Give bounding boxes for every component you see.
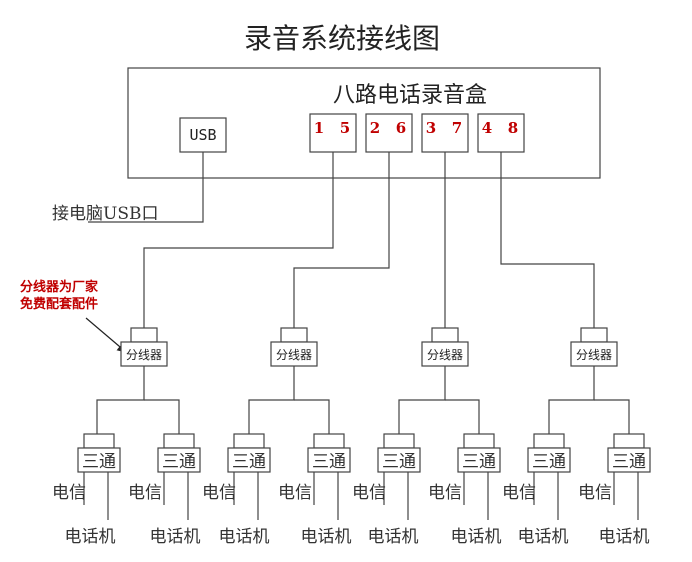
line-label: 电信	[502, 483, 536, 503]
line-port-3-7	[421, 113, 469, 153]
trunk-wire	[143, 152, 334, 328]
port-number: 6	[396, 119, 406, 137]
tee-connector	[607, 447, 651, 473]
port-number: 1	[314, 119, 324, 137]
tee-jack	[313, 433, 345, 449]
tee-connector	[157, 447, 201, 473]
branch-wire	[445, 399, 480, 434]
phone-label: 电话机	[150, 527, 201, 547]
branch-wire	[294, 399, 330, 434]
splitter-note: 免费配套配件	[20, 296, 98, 312]
splitter-label: 分线器	[427, 348, 463, 362]
tee-label: 三通	[612, 452, 646, 472]
line-label: 电信	[278, 483, 312, 503]
tee-label: 三通	[532, 452, 566, 472]
tee-jack	[383, 433, 415, 449]
tee-connector	[77, 447, 121, 473]
trunk-wire	[500, 152, 595, 328]
usb-port-label: USB	[189, 126, 216, 144]
phone-label: 电话机	[599, 527, 650, 547]
splitter-jack	[431, 327, 459, 343]
line-label: 电信	[128, 483, 162, 503]
tee-connector	[307, 447, 351, 473]
branch-wire	[398, 366, 446, 434]
splitter	[120, 341, 168, 367]
splitter-group: 分线器 三通 电信 电话机 三通 电信 电话机	[52, 327, 201, 547]
usb-wire	[88, 152, 204, 223]
tee-jack	[533, 433, 565, 449]
tee-connector	[457, 447, 501, 473]
splitter-group: 分线器 三通 电信 电话机 三通 电信 电话机	[202, 327, 352, 547]
phone-label: 电话机	[518, 527, 569, 547]
tee-label: 三通	[232, 452, 266, 472]
phone-label: 电话机	[451, 527, 502, 547]
diagram-title: 录音系统接线图	[244, 22, 440, 55]
line-label: 电信	[428, 483, 462, 503]
splitter	[421, 341, 469, 367]
trunk-wire	[293, 152, 390, 328]
tee-jack	[233, 433, 265, 449]
recorder-label: 八路电话录音盒	[333, 83, 487, 108]
splitter-jack	[580, 327, 608, 343]
splitter-jack	[130, 327, 158, 343]
port-number: 7	[452, 119, 462, 137]
tee-connector	[377, 447, 421, 473]
tee-jack	[83, 433, 115, 449]
tee-connector	[527, 447, 571, 473]
line-label: 电信	[202, 483, 236, 503]
phone-label: 电话机	[368, 527, 419, 547]
tee-label: 三通	[82, 452, 116, 472]
tee-connector	[227, 447, 271, 473]
tee-jack	[463, 433, 495, 449]
tee-label: 三通	[162, 452, 196, 472]
splitter-label: 分线器	[276, 348, 312, 362]
usb-caption: 接电脑USB口	[52, 204, 158, 224]
port-number: 5	[340, 119, 350, 137]
tee-label: 三通	[312, 452, 346, 472]
tee-jack	[163, 433, 195, 449]
splitter-label: 分线器	[576, 348, 612, 362]
branch-wire	[96, 366, 145, 434]
port-number: 2	[370, 119, 380, 137]
tee-label: 三通	[382, 452, 416, 472]
line-label: 电信	[578, 483, 612, 503]
branch-wire	[144, 399, 180, 434]
usb-port	[179, 117, 227, 153]
branch-wire	[548, 366, 595, 434]
phone-label: 电话机	[219, 527, 270, 547]
tee-jack	[613, 433, 645, 449]
line-port-4-8	[477, 113, 525, 153]
note-arrow	[85, 317, 127, 353]
splitter-label: 分线器	[126, 348, 162, 362]
line-label: 电信	[52, 483, 86, 503]
branch-wire	[248, 366, 295, 434]
port-number: 3	[426, 119, 436, 137]
branch-wire	[594, 399, 630, 434]
port-number: 8	[508, 119, 518, 137]
splitter-group: 分线器 三通 电信 电话机 三通 电信 电话机	[502, 327, 651, 547]
line-label: 电信	[352, 483, 386, 503]
tee-label: 三通	[462, 452, 496, 472]
port-number: 4	[482, 119, 492, 137]
phone-label: 电话机	[301, 527, 352, 547]
splitter	[570, 341, 618, 367]
splitter-group: 分线器 三通 电信 电话机 三通 电信 电话机	[352, 327, 502, 547]
splitter-jack	[280, 327, 308, 343]
splitter-note: 分线器为厂家	[20, 279, 99, 295]
phone-label: 电话机	[65, 527, 116, 547]
